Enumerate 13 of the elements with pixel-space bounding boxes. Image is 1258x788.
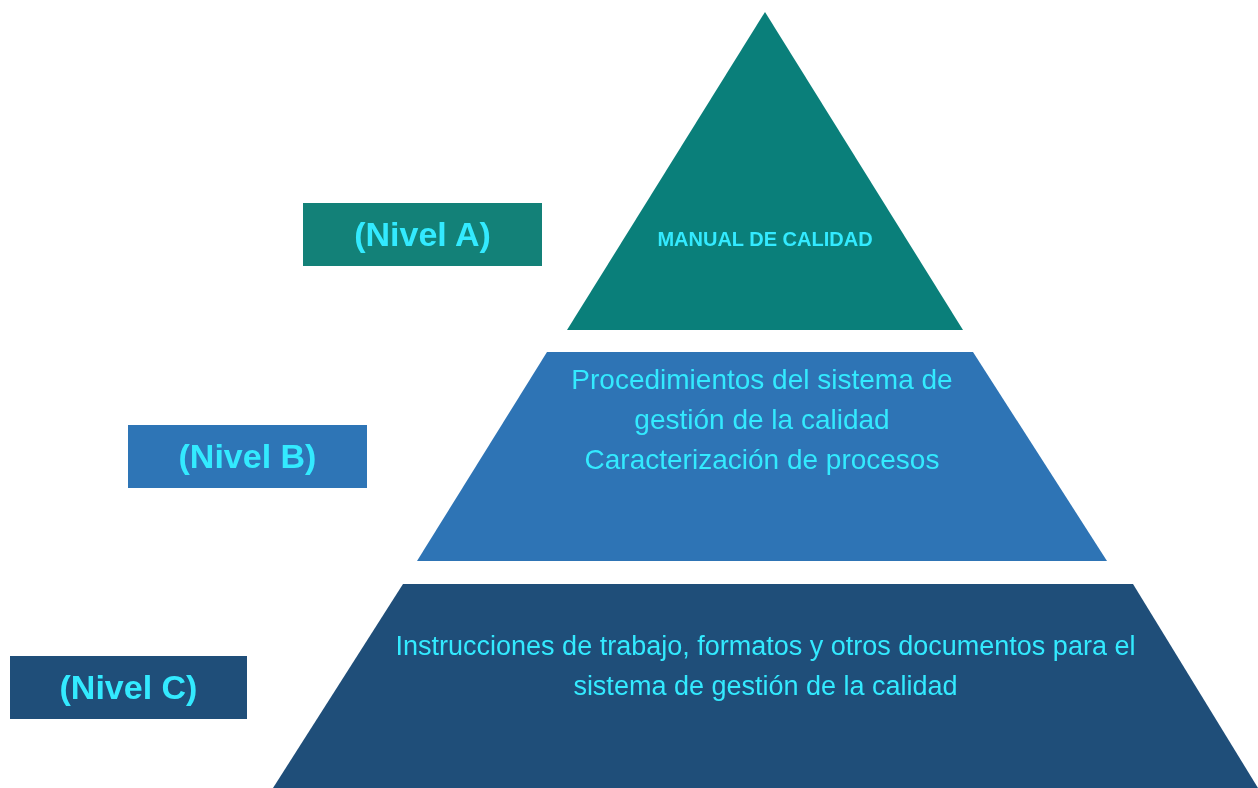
level-description: Caracterización de procesos [584,443,940,477]
level-description: Instrucciones de trabajo, formatos y otros documentos para el sistema de gestión de la calidad [394,630,1137,703]
level-label-text: (Nivel B) [178,436,317,477]
level-label [10,656,247,719]
level-label-text: (Nivel C) [59,667,198,708]
level-label [128,425,367,488]
pyramid-middle-trapezoid [417,352,1107,561]
level-label-text: (Nivel A) [354,214,491,255]
pyramid-top-triangle [567,12,963,330]
pyramid-bottom-trapezoid [273,584,1258,788]
level-description: MANUAL DE CALIDAD [657,227,873,252]
level-description: Procedimientos del sistema de gestión de la calidad [570,363,954,437]
level-label [303,203,542,266]
